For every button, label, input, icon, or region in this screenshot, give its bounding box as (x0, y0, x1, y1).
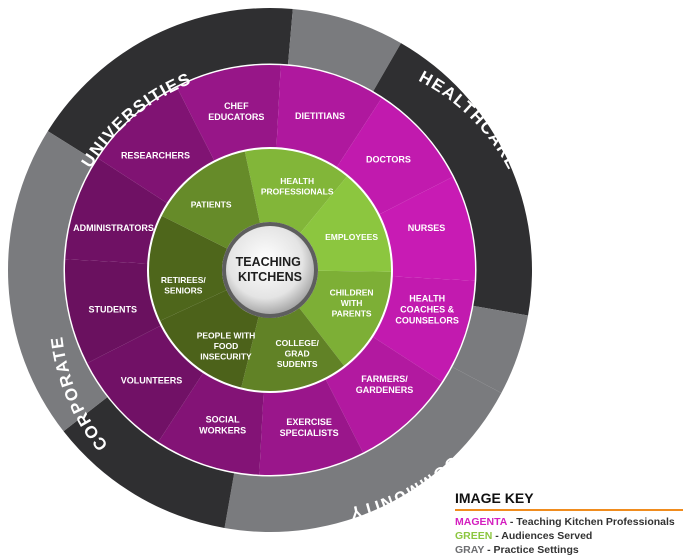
professional-segment (276, 65, 382, 168)
professional-label: STUDENTS (89, 304, 138, 314)
professional-segment (64, 259, 162, 364)
professional-label: VOLUNTEERS (121, 376, 183, 386)
professional-segment (176, 65, 281, 162)
key-row-gray: GRAY - Practice Settings (455, 543, 683, 557)
setting-band-1 (287, 8, 401, 93)
audience-label: EMPLOYEES (325, 232, 378, 242)
professional-segment (65, 158, 168, 264)
audience-label: RETIREES/SENIORS (161, 275, 207, 296)
audience-segment (244, 148, 348, 233)
image-key: IMAGE KEY MAGENTA - Teaching Kitchen Pro… (455, 490, 683, 557)
setting-band-4 (224, 366, 502, 532)
center-label: TEACHING KITCHENS (236, 255, 305, 284)
professional-segment (259, 378, 364, 475)
key-color-word: MAGENTA (455, 516, 507, 528)
professional-label: NURSES (408, 223, 446, 233)
key-color-word: GREEN (455, 530, 493, 542)
center-hub: TEACHING KITCHENS (222, 222, 318, 318)
key-row-green: GREEN - Audiences Served (455, 529, 683, 543)
professional-label: RESEARCHERS (121, 151, 190, 161)
professional-label: FARMERS/GARDENERS (356, 374, 414, 395)
professional-label: DOCTORS (366, 155, 411, 165)
audience-segment (148, 215, 228, 322)
professional-label: DIETITIANS (295, 111, 345, 121)
audience-segment (159, 290, 259, 389)
audience-segment (241, 307, 345, 392)
professional-segment (98, 87, 215, 204)
setting-band-3 (451, 305, 529, 394)
setting-band-2 (372, 43, 532, 316)
setting-band-5 (63, 396, 235, 529)
audience-segment (160, 150, 261, 249)
professional-segment (87, 325, 204, 442)
practice-settings-ring (7, 7, 532, 532)
professional-label: ADMINISTRATORS (73, 223, 154, 233)
key-desc: - Audiences Served (492, 530, 593, 542)
professional-segment (372, 276, 475, 382)
professional-segment (158, 372, 264, 475)
key-desc: - Teaching Kitchen Professionals (506, 516, 675, 528)
setting-band-0 (47, 7, 293, 162)
professional-segment (378, 176, 475, 281)
professional-segment (336, 98, 453, 215)
hub-circle (226, 226, 314, 314)
professional-segment (325, 336, 442, 453)
key-row-magenta: MAGENTA - Teaching Kitchen Professionals (455, 515, 683, 529)
ring-separator (147, 147, 393, 393)
image-key-title: IMAGE KEY (455, 490, 683, 511)
audience-label: PATIENTS (191, 200, 232, 210)
key-color-word: GRAY (455, 544, 485, 556)
key-desc: - Practice Settings (484, 544, 579, 556)
audience-segment (299, 270, 392, 367)
